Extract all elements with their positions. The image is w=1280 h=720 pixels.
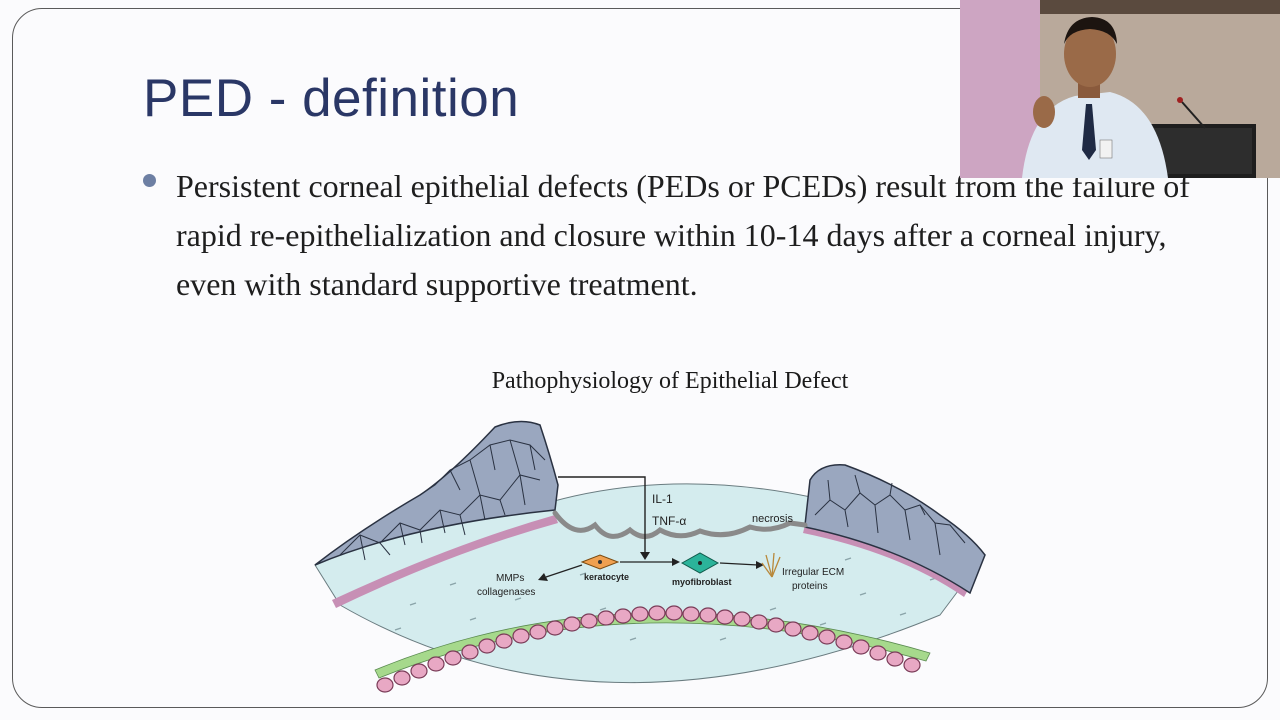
slide-title: PED - definition xyxy=(143,69,520,128)
slide-frame xyxy=(12,8,1268,708)
defect-surface xyxy=(552,510,808,539)
label-necrosis: necrosis xyxy=(752,513,793,525)
bullet-item: Persistent corneal epithelial defects (P… xyxy=(143,162,1218,309)
label-collagenases: collagenases xyxy=(477,587,535,598)
label-tnf: TNF-α xyxy=(652,514,686,528)
bullet-dot-icon xyxy=(143,174,156,187)
basement-membrane-right xyxy=(803,525,968,597)
epithelium-left-cells xyxy=(339,439,546,561)
presenter-video xyxy=(960,0,1280,178)
label-ecm-2: proteins xyxy=(792,581,828,592)
bullet-text: Persistent corneal epithelial defects (P… xyxy=(176,168,1190,302)
presenter-video-scene xyxy=(960,0,1280,178)
label-keratocyte: keratocyte xyxy=(584,572,629,582)
label-il1: IL-1 xyxy=(652,492,673,506)
basement-membrane-left xyxy=(332,515,558,608)
endothelium-layer xyxy=(376,605,921,693)
epithelium-right-cells xyxy=(814,474,966,556)
epithelium-right xyxy=(804,464,986,595)
epithelium-left xyxy=(314,420,559,566)
label-mmps: MMPs xyxy=(496,573,524,584)
figure-caption: Pathophysiology of Epithelial Defect xyxy=(491,368,849,394)
ecm-fibers-icon xyxy=(761,552,781,578)
label-ecm-1: Irregular ECM xyxy=(782,567,844,578)
cornea-diagram: IL-1 TNF-α necrosis keratocyte myofibrob… xyxy=(314,420,986,693)
label-myofibroblast: myofibroblast xyxy=(672,577,732,587)
cytokine-arrowhead xyxy=(640,552,650,560)
cytokine-arrow xyxy=(558,476,646,555)
